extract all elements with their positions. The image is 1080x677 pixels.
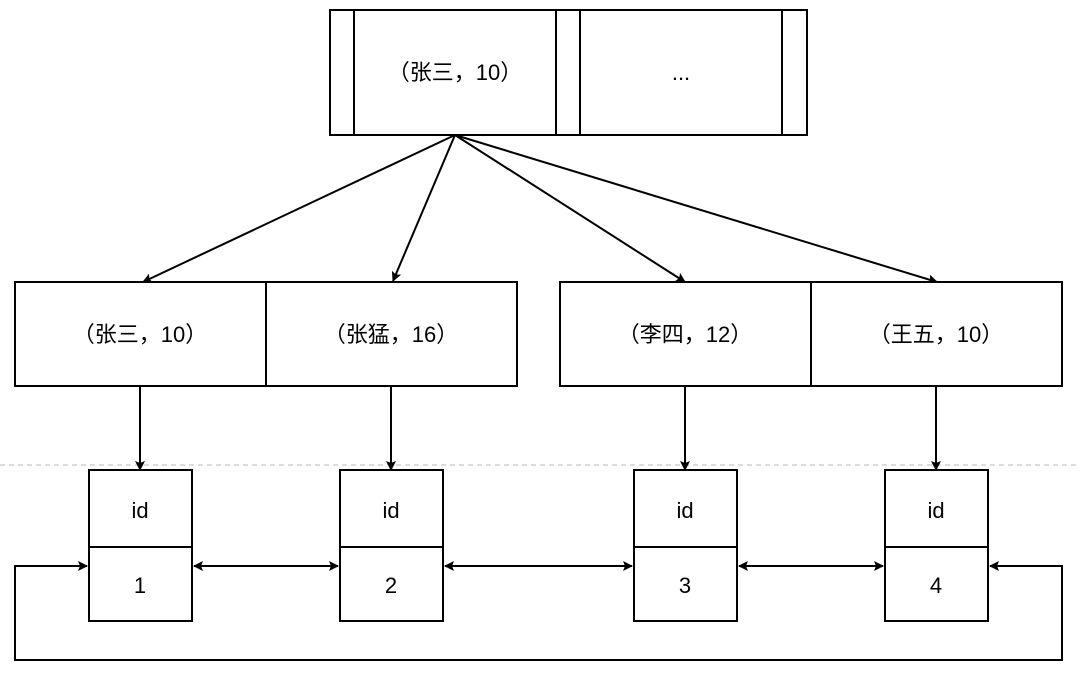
- row-box: id 2: [339, 469, 444, 622]
- leaf-node-left: （张三，10） （张猛，16）: [14, 281, 518, 387]
- row-links: [14, 561, 1063, 661]
- root-node: （张三，10） ...: [329, 9, 808, 136]
- row-value-label: 1: [134, 573, 146, 598]
- row-value-label: 3: [679, 573, 691, 598]
- row-value-label: 2: [385, 573, 397, 598]
- row-box: id 1: [88, 469, 193, 622]
- row-header-label: id: [131, 498, 148, 523]
- row-header-label: id: [382, 498, 399, 523]
- row-box-frame: [633, 469, 738, 622]
- row-box-frame: [339, 469, 444, 622]
- row-header-label: id: [927, 498, 944, 523]
- root-key-label: ...: [672, 60, 690, 85]
- edge-arrow: [391, 134, 456, 282]
- row-box-frame: [88, 469, 193, 622]
- row-box-frame: [884, 469, 989, 622]
- edge-arrow: [454, 134, 686, 283]
- leaf-key-label: （李四，12）: [618, 322, 752, 347]
- row-header-label: id: [676, 498, 693, 523]
- row-box: id 4: [884, 469, 989, 622]
- leaf-key-label: （张三，10）: [73, 322, 207, 347]
- row-value-label: 4: [930, 573, 942, 598]
- edge-arrow: [454, 134, 938, 285]
- leaf-to-row-edges: [135, 386, 941, 471]
- root-node-frame: [329, 9, 808, 136]
- root-to-leaf-edges: [142, 134, 938, 285]
- leaf-key-label: （王五，10）: [869, 322, 1003, 347]
- root-key-label: （张三，10）: [388, 60, 522, 85]
- leaf-key-label: （张猛，16）: [324, 322, 458, 347]
- row-box: id 3: [633, 469, 738, 622]
- wraparound-arrow: [14, 561, 1063, 661]
- leaf-node-right: （李四，12） （王五，10）: [559, 281, 1063, 387]
- edge-arrow: [142, 134, 456, 283]
